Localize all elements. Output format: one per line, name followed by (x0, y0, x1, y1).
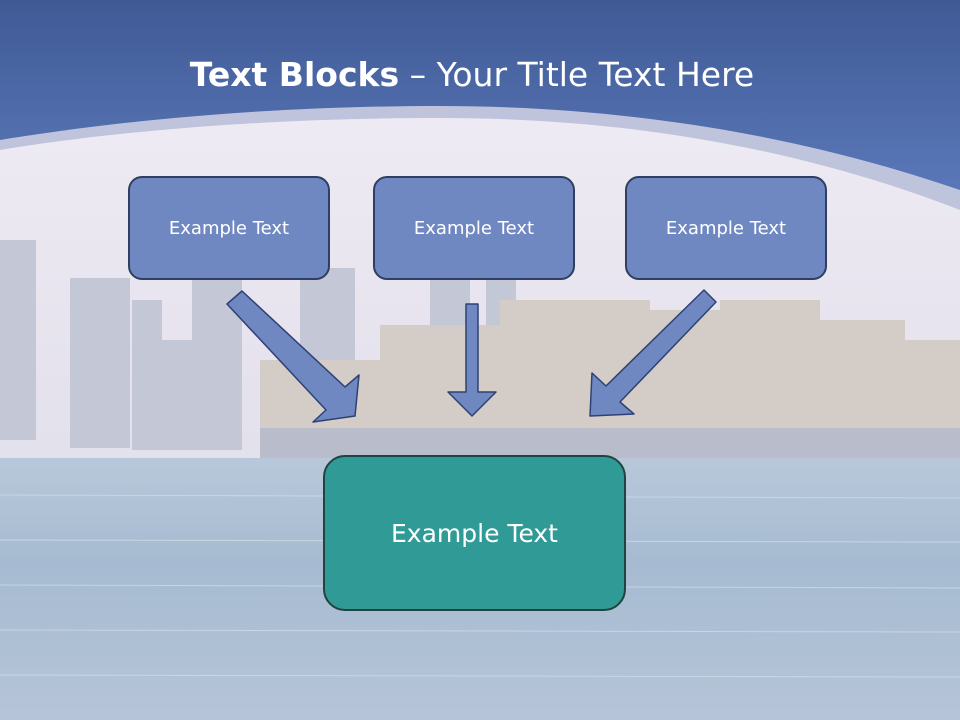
text-block-2-label: Example Text (413, 217, 535, 239)
title-rest: Your Title Text Here (436, 55, 755, 94)
title-bold-part: Text Blocks (189, 55, 400, 94)
text-block-1: Example Text (128, 176, 330, 280)
target-text-block-label: Example Text (391, 518, 558, 548)
target-text-block: Example Text (323, 455, 626, 611)
slide-title: Text Blocks – Your Title Text Here (0, 50, 944, 100)
title-dash: – (399, 55, 437, 94)
text-block-3: Example Text (625, 176, 827, 280)
text-block-2: Example Text (373, 176, 575, 280)
text-block-3-label: Example Text (665, 217, 787, 239)
text-block-1-label: Example Text (168, 217, 290, 239)
